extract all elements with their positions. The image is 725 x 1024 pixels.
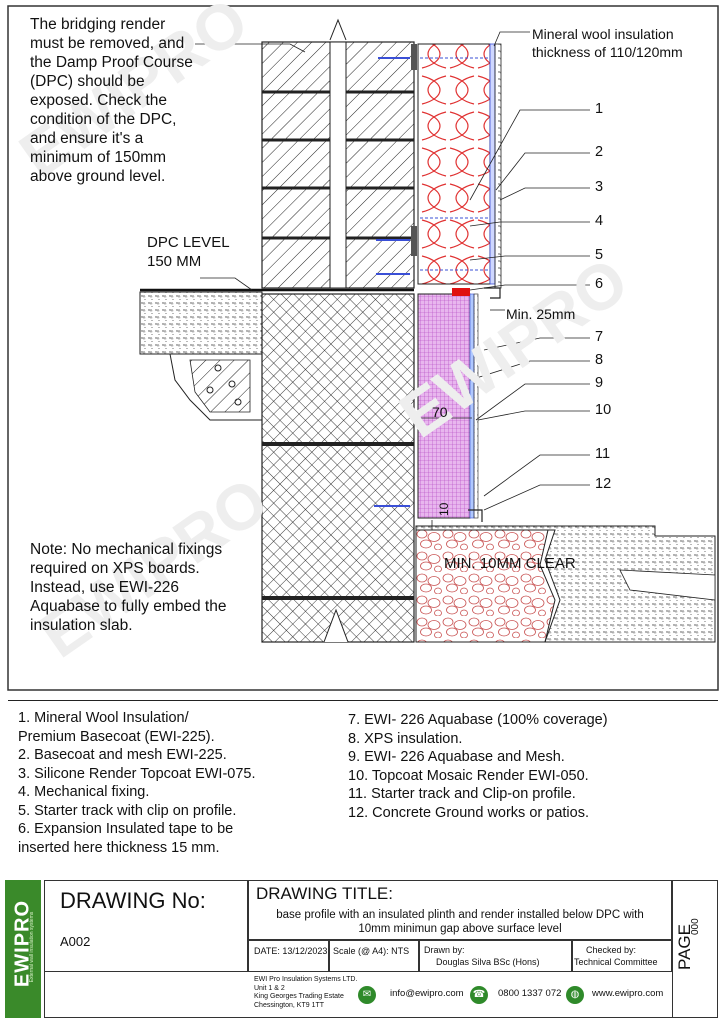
email-icon: ✉ [358,986,376,1004]
phone[interactable]: 0800 1337 072 [498,988,562,999]
drawing-no-label: DRAWING No: [60,888,206,913]
date: DATE: 13/12/2023 [254,946,328,956]
page-cell [672,880,718,1018]
lower-blockwork [261,293,415,643]
ground-works [415,525,716,643]
callout-11: 11 [595,446,611,462]
callout-7: 7 [595,329,604,345]
legend-item-9: 9. EWI- 226 Aquabase and Mesh. [348,749,565,765]
callout-6: 6 [595,276,604,292]
checked-by: Technical Committee [574,957,658,967]
legend-left: 1. Mineral Wool Insulation/ Premium Base… [18,709,338,857]
dpc-level-label: DPC LEVEL 150 MM [147,234,230,270]
dimension-70: 70 [432,404,448,420]
callout-9: 9 [595,375,604,391]
email[interactable]: info@ewipro.com [390,988,464,999]
legend-item-8: 8. XPS insulation. [348,730,463,747]
upper-brick-wall [261,18,415,289]
legend: 1. Mineral Wool Insulation/ Premium Base… [8,700,718,867]
callout-3: 3 [595,179,604,195]
note-dpc-exposure: The bridging render must be removed, and… [30,16,193,185]
drawing-title-cell [248,880,672,940]
callout-4: 4 [595,213,604,229]
drawn-by-label: Drawn by: [424,945,465,955]
min-25mm-label: Min. 25mm [506,306,576,322]
note-xps-fixings: Note: No mechanical fixings required on … [30,541,227,634]
callout-2: 2 [595,144,604,160]
legend-item-10: 10. Topcoat Mosaic Render EWI-050. [348,767,589,784]
callout-5: 5 [595,247,604,263]
detail-svg: EWIPRO EWIPRO EWIPRO [7,0,719,691]
legend-item-2: 2. Basecoat and mesh EWI-225. [18,747,227,763]
meta-row [248,940,672,972]
legend-item-7: 7. EWI- 226 Aquabase (100% coverage) [348,712,608,728]
page-number: 000 [690,918,701,935]
web-icon: ◍ [566,986,584,1004]
floor-and-dpc [139,288,414,421]
drawn-by: Douglas Silva BSc (Hons) [436,957,540,967]
callout-10: 10 [595,402,612,418]
brand-strip: EWIPRO External wall insulation systems [5,880,41,1018]
legend-item-4: 4. Mechanical fixing. [18,784,150,800]
drawing-frame [7,5,719,691]
leader-lines [195,31,590,530]
phone-icon: ☎ [470,986,488,1004]
xps-insulation [417,287,501,522]
legend-item-1: 1. Mineral Wool Insulation/ Premium Base… [18,710,215,745]
legend-item-3: 3. Silicone Render Topcoat EWI-075. [18,765,256,782]
min-clear-label: MIN. 10MM CLEAR [444,555,576,572]
drawing-title-label: DRAWING TITLE: [256,884,393,903]
mineral-wool-insulation [411,43,502,289]
dimension-10: 10 [437,502,451,516]
drawing-no-cell [44,880,248,972]
legend-item-6: 6. Expansion Insulated tape to be insert… [18,821,234,856]
mechanical-fixings [374,57,490,507]
legend-item-12: 12. Concrete Ground works or patios. [348,804,589,821]
legend-right: 7. EWI- 226 Aquabase (100% coverage) 8. … [348,711,708,822]
callout-8: 8 [595,352,604,368]
callout-12: 12 [595,476,612,492]
checked-by-label: Checked by: [586,945,637,955]
legend-item-11: 11. Starter track and Clip-on profile. [348,786,576,802]
scale: Scale (@ A4): NTS [333,946,410,956]
drawing-no: A002 [60,934,91,949]
legend-item-5: 5. Starter track with clip on profile. [18,802,237,819]
drawing-title: base profile with an insulated plinth an… [276,909,644,935]
mineral-wool-label: Mineral wool insulation thickness of 110… [532,26,683,60]
expansion-tape [452,288,470,296]
website[interactable]: www.ewipro.com [592,988,664,999]
callout-1: 1 [595,101,604,117]
company-address: EWI Pro Insulation Systems LTD. Unit 1 &… [254,976,358,1009]
section-drawing: EWIPRO EWIPRO EWIPRO The bridging render… [7,0,719,691]
brand-tagline: External wall insulation systems [29,911,35,983]
